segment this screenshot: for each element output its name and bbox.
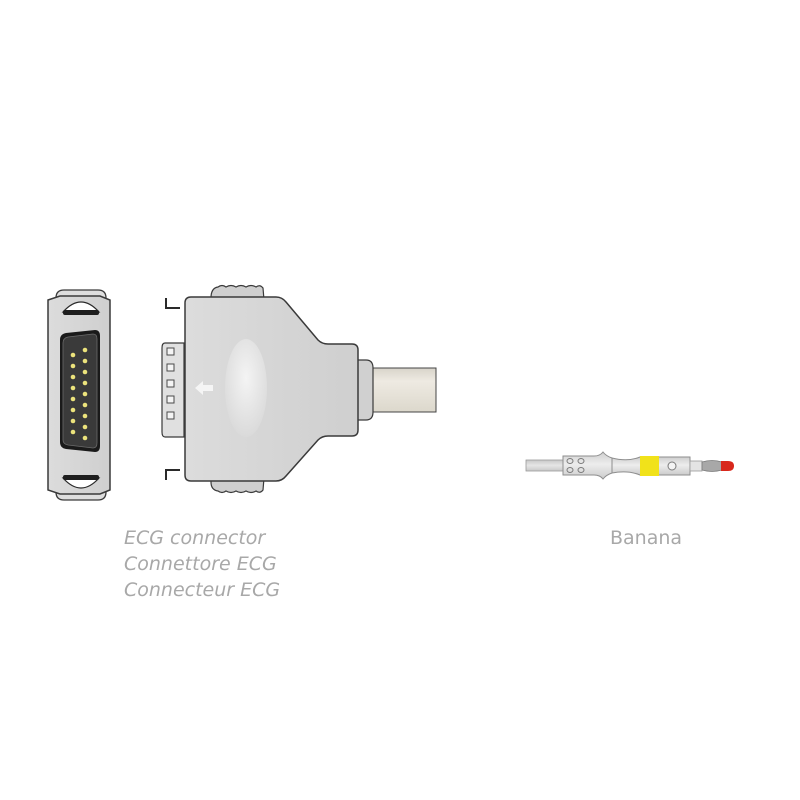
- pin-column-right: [82, 347, 88, 441]
- banana-lead: [525, 451, 734, 480]
- caption-italian: Connettore ECG: [124, 553, 277, 575]
- caption-english: ECG connector: [124, 527, 266, 549]
- yellow-color-ring: [640, 456, 659, 476]
- arrow-left-icon: [195, 381, 213, 395]
- ecg-connector-front-view: [47, 289, 111, 501]
- grip-holes: [566, 458, 585, 473]
- ecg-connector-side-view: [161, 284, 437, 494]
- pin-column-left: [70, 352, 76, 435]
- red-tip: [721, 461, 734, 471]
- ecg-connector-caption: ECG connector Connettore ECG Connecteur …: [124, 525, 280, 603]
- caption-french: Connecteur ECG: [124, 579, 281, 601]
- banana-caption: Banana: [610, 527, 683, 549]
